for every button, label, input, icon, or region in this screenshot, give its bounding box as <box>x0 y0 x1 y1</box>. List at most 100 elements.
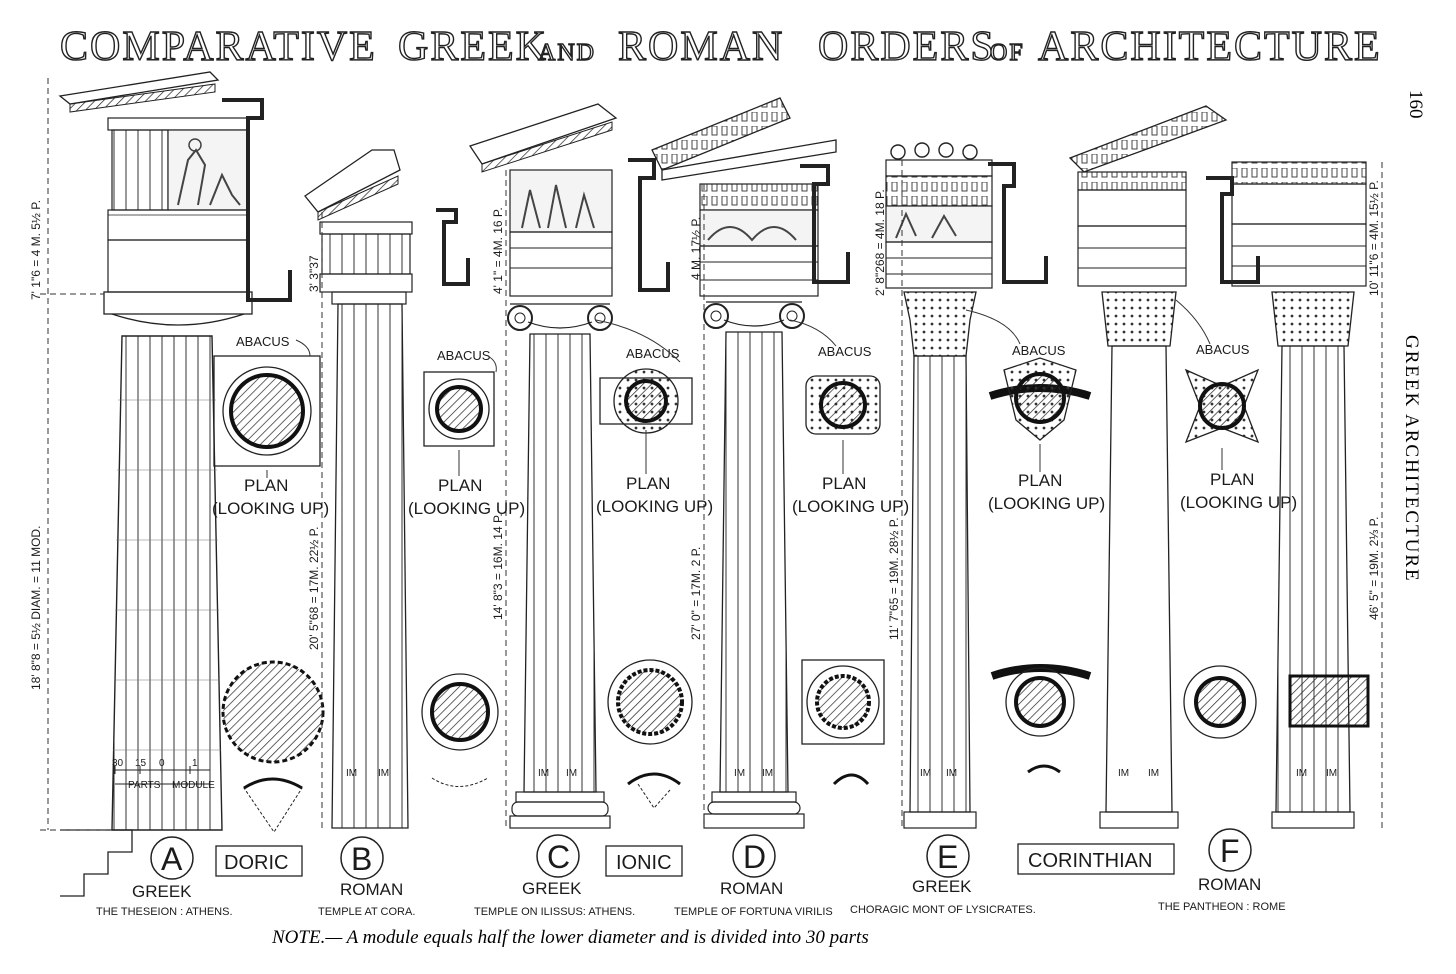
order-a-flute-detail <box>243 778 303 833</box>
plate-title: COMPARATIVE GREEK AND ROMAN ORDERS OF AR… <box>59 23 1380 70</box>
plan-label-e: PLAN <box>1018 471 1062 490</box>
label-c-letter: C <box>547 839 570 875</box>
order-a-plan-square <box>213 355 321 467</box>
label-e-letter: E <box>937 839 958 875</box>
label-f-nation: ROMAN <box>1198 875 1261 894</box>
order-name-ionic: IONIC <box>616 852 672 874</box>
order-a-plan-circle <box>229 373 305 449</box>
module-f-2: IM <box>1148 768 1159 779</box>
module-f-3: IM <box>1296 768 1307 779</box>
label-c-nation: GREEK <box>522 879 582 898</box>
looking-up-label-f: (LOOKING UP) <box>1180 493 1297 512</box>
corinthian-box <box>1017 843 1175 875</box>
module-note: NOTE.— A module equals half the lower di… <box>271 927 869 948</box>
order-a-scale: 30 15 0 1 PARTS MODULE <box>112 758 215 791</box>
title-word-greek: GREEK <box>398 24 548 70</box>
order-b-flute-detail <box>431 777 489 787</box>
order-b-abacus <box>331 291 407 305</box>
scale-tick-15: 15 <box>135 758 147 769</box>
label-a-nation: GREEK <box>132 882 192 901</box>
module-c-2: IM <box>566 768 577 779</box>
doric-box <box>215 845 303 877</box>
looking-up-label-d: (LOOKING UP) <box>792 497 909 516</box>
order-d-flute-detail <box>832 773 870 786</box>
dim-e-entablature: 2' 8"268 = 4M. 18 P. <box>873 189 887 296</box>
scale-tick-0: 0 <box>159 758 165 769</box>
order-b-shaft-section <box>430 682 490 742</box>
module-markers: IM IM IM IM IM IM IM IM IM IM IM IM <box>346 768 1337 779</box>
module-d-1: IM <box>734 768 745 779</box>
order-a-entablature <box>58 71 249 293</box>
leader-lines <box>266 299 1223 478</box>
order-e-flute-detail <box>1027 764 1061 774</box>
looking-up-label-c: (LOOKING UP) <box>596 497 713 516</box>
module-b-2: IM <box>378 768 389 779</box>
scale-parts: PARTS <box>128 780 161 791</box>
plan-label-f: PLAN <box>1210 470 1254 489</box>
order-b-plan-square <box>423 371 495 447</box>
abacus-label-e: ABACUS <box>1012 343 1066 358</box>
looking-up-label-a: (LOOKING UP) <box>212 499 329 518</box>
order-f-shaft-right <box>1275 345 1351 813</box>
order-d-shaft <box>719 331 789 793</box>
label-c-site: TEMPLE ON ILISSUS: ATHENS. <box>474 906 635 918</box>
label-b-site: TEMPLE AT CORA. <box>318 906 415 918</box>
order-c-volute-left <box>507 305 533 331</box>
module-c-1: IM <box>538 768 549 779</box>
label-f-letter: F <box>1220 833 1240 869</box>
label-b-letter: B <box>351 841 372 877</box>
scale-module: MODULE <box>172 780 215 791</box>
abacus-label-f: ABACUS <box>1196 342 1250 357</box>
title-word-of: OF <box>990 40 1025 66</box>
order-b-drawing <box>304 149 499 829</box>
plan-label-a: PLAN <box>244 476 288 495</box>
looking-up-label-b: (LOOKING UP) <box>408 499 525 518</box>
module-f-4: IM <box>1326 768 1337 779</box>
dim-b-column: 20' 5"68 = 17M. 22½ P. <box>307 527 321 650</box>
dimension-labels: 7' 1"6 = 4 M. 5½ P. 18' 8"8 = 5½ DIAM. =… <box>29 180 1381 690</box>
order-d-drawing <box>651 97 885 829</box>
dimension-lines <box>40 78 1383 831</box>
order-f-section-block <box>1288 674 1370 728</box>
label-a-letter: A <box>161 841 183 877</box>
module-e-1: IM <box>920 768 931 779</box>
order-e-capital <box>903 291 977 357</box>
dim-f-entablature: 10' 11"6 = 4M. 15½ P. <box>1367 180 1381 296</box>
order-labels: A GREEK THE THESEION : ATHENS. B ROMAN T… <box>96 828 1286 918</box>
title-word-and: AND <box>538 40 596 66</box>
order-f-shaft-left <box>1105 345 1173 813</box>
order-b-profile <box>436 208 470 286</box>
order-c-drawing <box>468 103 693 829</box>
plan-label-d: PLAN <box>822 474 866 493</box>
order-d-volute-right <box>779 303 805 329</box>
module-d-2: IM <box>762 768 773 779</box>
order-name-doric: DORIC <box>224 852 288 874</box>
label-d-site: TEMPLE OF FORTUNA VIRILIS <box>674 906 833 918</box>
dim-a-column: 18' 8"8 = 5½ DIAM. = 11 MOD. <box>29 526 43 690</box>
label-b-nation: ROMAN <box>340 880 403 899</box>
scale-tick-30: 30 <box>112 758 124 769</box>
order-b-plan-circle <box>435 385 483 433</box>
label-e-nation: GREEK <box>912 877 972 896</box>
plan-labels: ABACUS PLAN (LOOKING UP) ABACUS PLAN (LO… <box>212 334 1297 518</box>
title-word-comparative: COMPARATIVE <box>60 24 377 70</box>
abacus-label-d: ABACUS <box>818 344 872 359</box>
title-word-roman: ROMAN <box>618 24 784 70</box>
page-number: 160 <box>1405 90 1426 119</box>
order-a-shaft <box>111 335 223 831</box>
order-c-profile <box>628 158 670 292</box>
order-c-shaft-section <box>616 668 684 736</box>
plan-label-c: PLAN <box>626 474 670 493</box>
scale-tick-1: 1 <box>192 758 198 769</box>
order-d-shaft-section <box>815 674 871 730</box>
order-e-shaft-section <box>1014 676 1066 728</box>
looking-up-label-e: (LOOKING UP) <box>988 494 1105 513</box>
label-e-site: CHORAGIC MONT OF LYSICRATES. <box>850 904 1036 916</box>
order-c-plan-circle <box>624 379 668 423</box>
order-a-abacus <box>103 291 253 315</box>
dim-e-column: 11' 7"65 = 19M. 28½ P. <box>887 517 901 640</box>
label-f-circle <box>1208 828 1252 872</box>
label-c-circle <box>536 834 580 878</box>
order-c-shaft <box>523 333 597 793</box>
